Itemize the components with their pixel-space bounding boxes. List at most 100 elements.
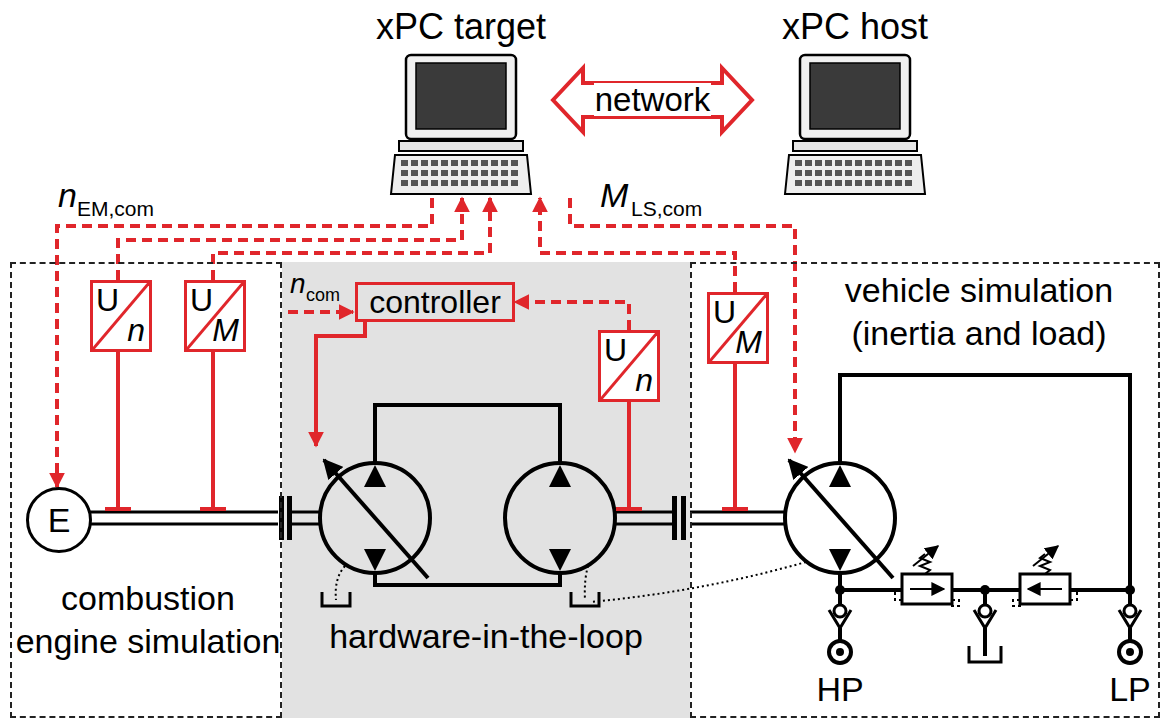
node-text: U xyxy=(190,284,213,316)
shaft xyxy=(90,523,278,526)
signal-name: LS,com xyxy=(631,198,702,219)
computer-icon xyxy=(431,160,438,166)
computer-icon xyxy=(401,170,408,176)
computer-icon xyxy=(835,170,842,176)
computer-icon xyxy=(835,160,842,166)
edge-label: network xyxy=(594,83,712,116)
transducer-box: Un xyxy=(90,280,152,352)
computer-icon xyxy=(451,170,458,176)
pressure-port xyxy=(1126,648,1134,656)
computer-icon xyxy=(451,160,458,166)
junction-dot xyxy=(1125,585,1135,595)
port-label: LP xyxy=(1109,672,1151,706)
computer-icon xyxy=(845,170,852,176)
computer-icon xyxy=(431,180,438,186)
computer-icon: xPC host xyxy=(755,5,955,198)
simulation-region: UnUMEcombustion engine simulation xyxy=(10,262,282,718)
computer-icon xyxy=(501,160,508,166)
computer-icon xyxy=(421,160,428,166)
node-text: vehicle simulation (inertia and load) xyxy=(800,269,1158,354)
computer-icon xyxy=(845,160,852,166)
computer-icon xyxy=(441,160,448,166)
adjust-arrow xyxy=(324,460,428,578)
computer-icon xyxy=(810,63,900,129)
transducer-box: UM xyxy=(184,280,246,352)
computer-icon xyxy=(471,160,478,166)
sensor-stem xyxy=(200,507,226,511)
command-signal xyxy=(316,322,365,446)
junction-dot xyxy=(835,585,845,595)
computer-icon xyxy=(800,55,910,139)
computer-icon xyxy=(815,170,822,176)
adjust-arrow xyxy=(324,460,893,578)
computer-icon xyxy=(441,170,448,176)
signal-name: com xyxy=(306,286,340,304)
shaft xyxy=(292,511,322,514)
sensor-stem xyxy=(733,360,737,509)
controller-box: controller xyxy=(355,282,515,322)
sensor-stem xyxy=(105,507,131,511)
computer-icon xyxy=(401,160,408,166)
check-valve xyxy=(979,605,991,617)
computer-icon xyxy=(421,170,428,176)
hydraulic-line xyxy=(840,375,1130,656)
computer-icon xyxy=(885,160,892,166)
signal-line xyxy=(213,198,490,280)
node-text: xPC target xyxy=(372,9,550,45)
sensor-stem xyxy=(211,348,215,509)
drain-line xyxy=(590,562,806,602)
computer-icon xyxy=(411,170,418,176)
drain-line xyxy=(336,562,806,602)
shaft xyxy=(613,523,672,526)
computer-icon xyxy=(845,180,852,186)
drain-line xyxy=(585,566,588,600)
hydraulic-line xyxy=(375,573,560,585)
computer-icon xyxy=(411,180,418,186)
shaft-coupling xyxy=(681,496,686,540)
computer-icon xyxy=(875,170,882,176)
computer-icon xyxy=(825,160,832,166)
computer-icon xyxy=(855,160,862,166)
signal-line xyxy=(540,198,735,292)
computer-icon xyxy=(875,180,882,186)
computer-icon xyxy=(835,180,842,186)
signal-line xyxy=(515,302,629,330)
computer-icon xyxy=(501,170,508,176)
transducer-diagonal xyxy=(187,283,243,349)
relief-valve xyxy=(910,588,944,590)
shaft-coupling xyxy=(672,496,677,540)
node-text: U xyxy=(604,334,627,366)
pump-triangle xyxy=(549,465,571,487)
pump-symbol xyxy=(505,463,615,573)
computer-icon xyxy=(481,160,488,166)
port-label: HP xyxy=(816,672,863,706)
sensor-stem xyxy=(627,402,631,509)
computer-icon xyxy=(399,141,523,151)
computer-icon xyxy=(885,170,892,176)
computer-icon xyxy=(815,160,822,166)
computer-icon xyxy=(865,180,872,186)
shaft-coupling xyxy=(279,496,686,540)
shaft xyxy=(690,523,787,526)
command-signal xyxy=(570,198,795,452)
node-text: M xyxy=(212,314,239,346)
computer-icon xyxy=(372,53,550,198)
node-text: controller xyxy=(369,286,501,318)
computer-icon xyxy=(511,180,518,186)
check-valve xyxy=(834,605,846,617)
shaft xyxy=(292,523,322,526)
computer-icon xyxy=(895,180,902,186)
node-text: E xyxy=(48,503,71,537)
shaft-coupling xyxy=(287,496,292,540)
check-valve xyxy=(829,605,1141,628)
computer-icon xyxy=(865,160,872,166)
computer-icon xyxy=(825,180,832,186)
simulation-region: UMvehicle simulation (inertia and load) xyxy=(690,262,1160,718)
pump-triangle xyxy=(549,549,571,571)
sensor-stem xyxy=(616,507,642,511)
relief-valve xyxy=(1070,590,1077,600)
relief-valve xyxy=(950,600,959,606)
transducer-diagonal xyxy=(710,295,766,361)
relief-valve xyxy=(1020,574,1070,604)
computer-icon xyxy=(491,160,498,166)
